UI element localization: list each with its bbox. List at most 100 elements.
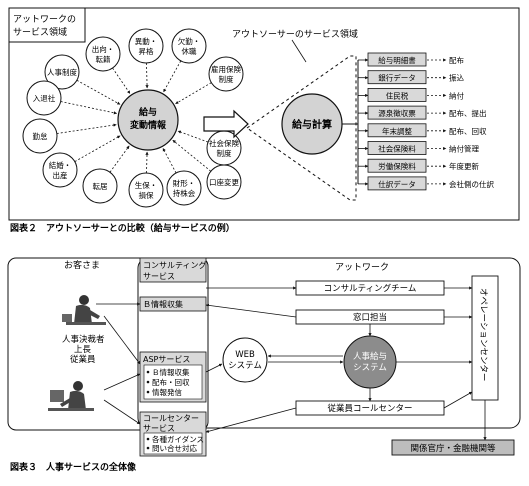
- consulting-team-label: コンサルティングチーム: [324, 283, 417, 294]
- spoke-label: 転居: [93, 182, 108, 191]
- bullet-icon: [146, 437, 150, 441]
- spoke-arrow: [145, 62, 149, 89]
- hub-to-calc-arrow: [203, 109, 249, 139]
- output-item-label: 年末調整: [382, 126, 412, 136]
- spoke-node: 異動・昇格: [128, 28, 164, 64]
- spoke-label: 制度: [219, 74, 234, 84]
- spoke-arrow: [175, 82, 212, 105]
- consulting-service-label-2: サービス: [143, 272, 175, 281]
- spoke-label: 雇用保険: [211, 64, 241, 74]
- output-item-box: [367, 141, 427, 155]
- output-result-label: 納付: [449, 90, 464, 100]
- output-row: 住民税納付: [358, 88, 464, 102]
- spoke-label: 社会保険: [209, 138, 239, 148]
- employee-callcenter-label: 従業員コールセンター: [327, 403, 412, 414]
- output-item-label: 仕訳データ: [378, 179, 416, 189]
- atwork-service-area-title-2: サービス領域: [13, 26, 67, 38]
- asp-item: 配布・回収: [152, 377, 190, 387]
- consulting-service-label-1: コンサルティング: [143, 260, 207, 270]
- figure-2: アットワークの サービス領域 アウトソーサーのサービス領域 出向・転籍異動・昇格…: [8, 7, 520, 234]
- spoke-circle: [208, 56, 244, 92]
- spoke-arrow: [109, 145, 130, 173]
- output-item-box: [367, 70, 427, 85]
- spoke-circle: [206, 130, 242, 166]
- bullet-icon: [146, 390, 150, 394]
- spoke-arrow: [145, 151, 149, 174]
- web-system-label-1: WEB: [235, 350, 255, 360]
- people-top-label-1: 人事決裁者: [62, 334, 105, 345]
- output-result-label: 振込: [449, 73, 464, 83]
- asp-item: Ｂ情報収集: [152, 367, 190, 377]
- spoke-circle: [171, 28, 207, 64]
- spoke-circle: [44, 54, 80, 90]
- spoke-label: 持株会: [173, 188, 196, 198]
- spoke-label: 出向・: [92, 44, 115, 54]
- spoke-node: 口座変更: [206, 164, 242, 200]
- window-label: 窓口担当: [353, 312, 387, 323]
- spoke-arrow: [74, 135, 121, 162]
- callcenter-link-arrow: [205, 407, 297, 433]
- output-result-label: 納付管理: [449, 144, 479, 154]
- customer-label: お客さま: [64, 259, 100, 271]
- spoke-arrow: [177, 130, 209, 143]
- people-bottom-label: 従業員: [70, 354, 96, 365]
- spoke-label: 財形・: [173, 178, 196, 188]
- spoke-circle: [22, 118, 58, 154]
- web-system-circle: [222, 337, 268, 383]
- operations-center-label: オペレーションセンター: [478, 288, 488, 381]
- callcenter-title-1: コールセンター: [143, 414, 199, 423]
- output-row: 給与明細書配布: [358, 52, 464, 67]
- asp-to-web-arrow: [205, 363, 223, 373]
- output-row: 銀行データ振込: [358, 70, 464, 85]
- salary-calc-label: 給与計算: [292, 118, 332, 131]
- output-row: 労働保険料年度更新: [358, 158, 479, 173]
- spoke-label: 入退社: [33, 93, 56, 103]
- output-item-label: 社会保険料: [378, 144, 416, 154]
- asp-item-list: Ｂ情報収集 配布・回収 情報発信: [146, 367, 190, 397]
- spoke-label: 口座変更: [209, 177, 239, 187]
- output-item-box: [367, 176, 427, 191]
- spoke-circle: [166, 170, 202, 206]
- spoke-label: 出産: [53, 170, 68, 180]
- spoke-node: 結婚・出産: [42, 152, 78, 188]
- people-asp-arrow-2: [103, 373, 141, 391]
- agencies-box: [391, 439, 515, 456]
- spoke-circle: [26, 80, 62, 116]
- output-list: 給与明細書配布銀行データ振込住民税納付源泉徴収票配布、提出年末調整配布、回収社会…: [358, 52, 494, 191]
- spoke-arrow: [172, 139, 212, 172]
- spoke-node: 出向・転籍: [85, 36, 121, 72]
- output-item-label: 給与明細書: [378, 55, 416, 65]
- spoke-arrow: [76, 79, 121, 105]
- output-result-label: 会社側の仕訳: [449, 179, 494, 189]
- people-asp-arrow: [103, 315, 141, 365]
- spoke-circle: [42, 152, 78, 188]
- hr-system-circle: [343, 335, 397, 389]
- spoke-label: 結婚・: [49, 160, 72, 170]
- bullet-icon: [146, 370, 150, 374]
- atwork-frame: [137, 257, 521, 429]
- person-at-desk-icon: [62, 295, 106, 325]
- callcenter-to-ops-arrow: [443, 391, 473, 409]
- spoke-label: 欠勤・: [178, 36, 201, 46]
- output-item-label: 源泉徴収票: [378, 108, 416, 118]
- output-item-box: [367, 123, 427, 138]
- spoke-arrow: [56, 123, 117, 134]
- spoke-label: 生保・: [135, 180, 158, 190]
- spoke-circle: [128, 28, 164, 64]
- spoke-node: 転居: [82, 168, 118, 204]
- callcenter-item: 各種ガイダンス: [152, 434, 204, 444]
- outsourcer-label-leader: [291, 39, 307, 63]
- figure-3: お客さま アットワーク コンサルティング サービス Ｂ情報収集 ASPサービス …: [7, 257, 521, 473]
- spoke-label: 昇格: [139, 46, 154, 56]
- output-result-label: 配布、回収: [449, 126, 487, 136]
- spoke-node: 勤怠: [22, 118, 58, 154]
- spoke-circle: [82, 168, 118, 204]
- atwork-service-area-title-1: アットワークの: [13, 14, 76, 25]
- customer-frame: [7, 257, 209, 431]
- atwork-service-area-frame: [8, 7, 520, 221]
- window-to-b-info-arrow: [205, 303, 297, 318]
- asp-item: 情報発信: [152, 387, 182, 397]
- person-at-computer-icon: [48, 381, 94, 411]
- output-row: 社会保険料 納付管理: [358, 141, 479, 155]
